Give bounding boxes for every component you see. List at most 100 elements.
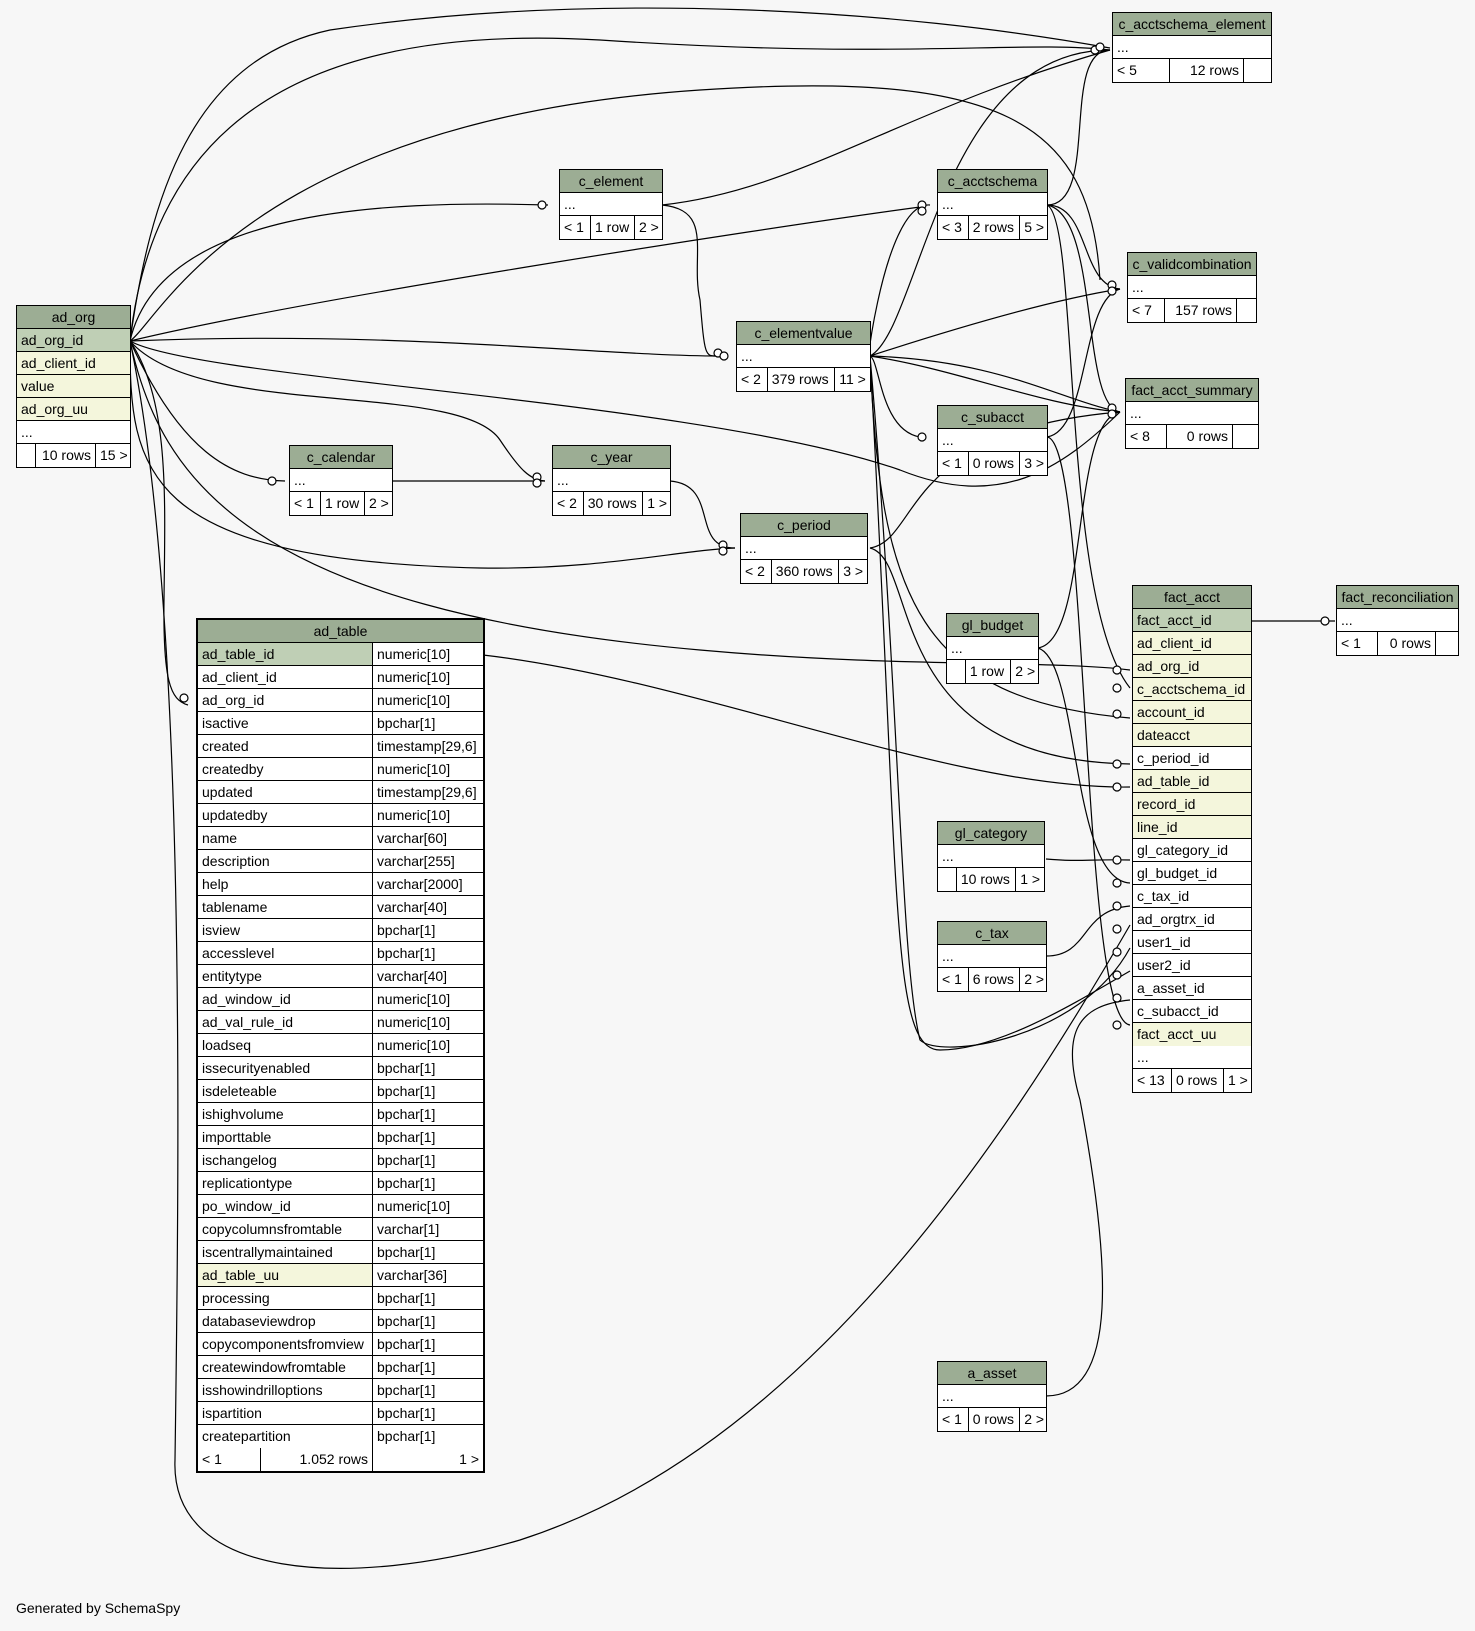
table-column-type: numeric[10]: [372, 1011, 483, 1033]
table-column-stub: ...: [951, 640, 963, 656]
table-column-name: updatedby: [202, 807, 268, 823]
table-fact-reconciliation[interactable]: fact_reconciliation ... < 1 0 rows: [1336, 585, 1459, 656]
table-c-validcombination[interactable]: c_validcombination ... < 7 157 rows: [1127, 252, 1257, 323]
table-column-name: isdeleteable: [202, 1083, 277, 1099]
table-column-type: bpchar[1]: [372, 942, 483, 964]
table-column-name: po_window_id: [202, 1198, 291, 1214]
table-c-acctschema[interactable]: c_acctschema ... < 3 2 rows 5 >: [937, 169, 1048, 240]
table-column-type: varchar[1]: [372, 1218, 483, 1240]
table-column: dateacct: [1137, 727, 1190, 743]
table-column-name: help: [202, 876, 229, 892]
table-column-name: entitytype: [202, 968, 262, 984]
table-c-elementvalue[interactable]: c_elementvalue ... < 2 379 rows 11 >: [736, 321, 871, 392]
children-count: 11 >: [834, 368, 870, 391]
table-c-period[interactable]: c_period ... < 2 360 rows 3 >: [740, 513, 868, 584]
table-column-type: numeric[10]: [372, 758, 483, 780]
table-column: fact_acct_id: [1137, 612, 1212, 628]
table-column-name: name: [202, 830, 238, 846]
table-column-type: varchar[36]: [372, 1264, 483, 1286]
parents-count: < 2: [741, 371, 761, 387]
row-count: 379 rows: [766, 368, 834, 391]
table-c-calendar[interactable]: c_calendar ... < 1 1 row 2 >: [289, 445, 393, 516]
table-name: fact_acct_summary: [1126, 379, 1258, 402]
table-column: c_acctschema_id: [1137, 681, 1246, 697]
table-column-type: timestamp[29,6]: [372, 735, 483, 757]
table-column-type: varchar[40]: [372, 896, 483, 918]
table-column-stub: ...: [21, 424, 33, 440]
table-column-stub: ...: [942, 1388, 954, 1404]
row-count: 360 rows: [770, 560, 838, 583]
table-c-acctschema-element[interactable]: c_acctschema_element ... < 5 12 rows: [1112, 12, 1272, 83]
table-column-type: bpchar[1]: [372, 1103, 483, 1125]
table-gl-category[interactable]: gl_category ... 10 rows 1 >: [937, 821, 1045, 892]
table-column-name: databaseviewdrop: [202, 1313, 316, 1329]
table-column-stub: ...: [942, 196, 954, 212]
table-column-name: created: [202, 738, 249, 754]
children-count: 2 >: [364, 492, 392, 515]
children-count: 2 >: [634, 216, 662, 239]
table-column: ad_client_id: [1137, 635, 1212, 651]
parents-count: < 8: [1130, 428, 1150, 444]
table-c-year[interactable]: c_year ... < 2 30 rows 1 >: [552, 445, 671, 516]
table-c-tax[interactable]: c_tax ... < 1 6 rows 2 >: [937, 921, 1047, 992]
children-count: [1232, 425, 1258, 448]
table-column-stub: ...: [1341, 612, 1353, 628]
children-count: 15 >: [95, 444, 130, 467]
table-column-type: bpchar[1]: [372, 919, 483, 941]
table-column-stub: ...: [557, 472, 569, 488]
table-name: c_acctschema: [938, 170, 1047, 193]
table-column-stub: ...: [942, 948, 954, 964]
parents-count: < 1: [1341, 635, 1361, 651]
table-column: fact_acct_uu: [1137, 1026, 1217, 1042]
table-column-name: createpartition: [202, 1428, 291, 1444]
table-c-element[interactable]: c_element ... < 1 1 row 2 >: [559, 169, 663, 240]
children-count: 3 >: [1019, 452, 1047, 475]
table-column-name: isview: [202, 922, 241, 938]
table-column-type: timestamp[29,6]: [372, 781, 483, 803]
table-column-stub: ...: [1137, 1049, 1149, 1065]
table-column-type: numeric[10]: [372, 988, 483, 1010]
table-a-asset[interactable]: a_asset ... < 1 0 rows 2 >: [937, 1361, 1047, 1432]
children-count: 1 >: [372, 1448, 483, 1471]
table-column-name: importtable: [202, 1129, 272, 1145]
table-name: gl_budget: [947, 614, 1038, 637]
table-column-type: bpchar[1]: [372, 1333, 483, 1355]
row-count: 0 rows: [1171, 1069, 1223, 1092]
table-column-stub: ...: [1130, 405, 1142, 421]
column-ad-client-id: ad_client_id: [21, 355, 96, 371]
row-count: 6 rows: [967, 968, 1019, 991]
table-column-type: varchar[255]: [372, 850, 483, 872]
table-column-name: accesslevel: [202, 945, 275, 961]
table-name: fact_acct: [1133, 586, 1251, 609]
table-column-name: isactive: [202, 715, 249, 731]
column-ad-org-id: ad_org_id: [21, 332, 84, 348]
table-column-type: varchar[40]: [372, 965, 483, 987]
table-column-stub: ...: [1132, 279, 1144, 295]
children-count: 1 >: [642, 492, 670, 515]
parents-count: < 7: [1132, 302, 1152, 318]
children-count: [1243, 59, 1271, 82]
table-c-subacct[interactable]: c_subacct ... < 1 0 rows 3 >: [937, 405, 1048, 476]
table-gl-budget[interactable]: gl_budget ... 1 row 2 >: [946, 613, 1039, 684]
table-fact-acct-summary[interactable]: fact_acct_summary ... < 8 0 rows: [1125, 378, 1259, 449]
table-name: c_subacct: [938, 406, 1047, 429]
table-column-name: ad_val_rule_id: [202, 1014, 294, 1030]
table-column: gl_budget_id: [1137, 865, 1218, 881]
parents-count: < 1: [294, 495, 314, 511]
children-count: 1 >: [1015, 868, 1044, 891]
children-count: 2 >: [1010, 660, 1038, 683]
table-column-name: processing: [202, 1290, 270, 1306]
table-column-name: ad_table_id: [198, 643, 372, 665]
table-column-name: ad_window_id: [202, 991, 291, 1007]
table-column-name: ischangelog: [202, 1152, 277, 1168]
row-count: 10 rows: [35, 444, 95, 467]
table-column-type: numeric[10]: [372, 1195, 483, 1217]
table-ad-org[interactable]: ad_org ad_org_id ad_client_id value ad_o…: [16, 305, 131, 468]
table-column-type: bpchar[1]: [372, 1425, 483, 1448]
table-name: c_validcombination: [1128, 253, 1256, 276]
table-column-name: updated: [202, 784, 253, 800]
table-name: c_calendar: [290, 446, 392, 469]
children-count: 3 >: [838, 560, 867, 583]
